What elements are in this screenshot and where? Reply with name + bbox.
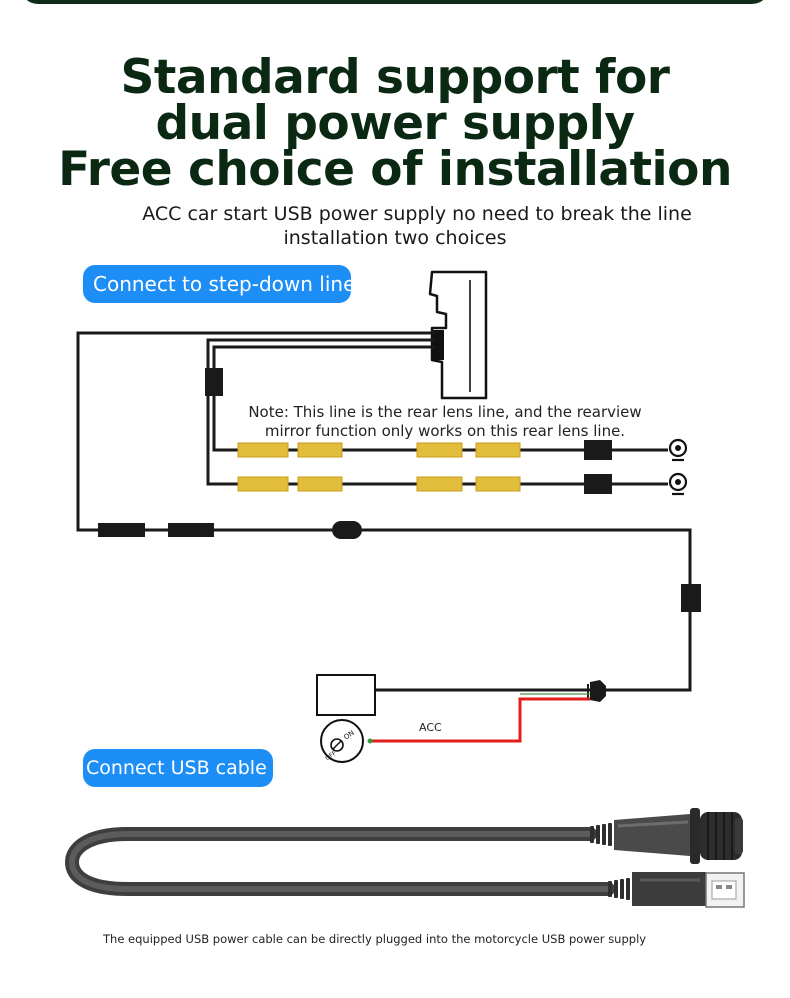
headline-line-1: Standard support for (120, 50, 670, 105)
yellow-connectors (237, 442, 521, 492)
ignition-switch-icon: ON OFF (320, 719, 364, 763)
acc-label: ACC (419, 721, 442, 734)
camera-icon (668, 472, 688, 496)
wire-ferrites (98, 368, 701, 612)
dashcam-unit (428, 270, 488, 400)
note-line-1: Note: This line is the rear lens line, a… (248, 403, 642, 421)
footer-caption: The equipped USB power cable can be dire… (103, 932, 647, 946)
headline-line-3: Free choice of installation (58, 142, 732, 197)
headline-line-2: dual power supply (155, 96, 635, 151)
unit-wires (76, 331, 692, 692)
subtitle-line-1: ACC car start USB power supply no need t… (142, 203, 692, 225)
step-down-line-option: Connect to step-down line (83, 265, 355, 303)
note-line-2: mirror function only works on this rear … (264, 422, 626, 440)
acc-wire (370, 697, 590, 743)
subtitle-line-2: installation two choices (283, 227, 507, 249)
camera-icon (668, 438, 688, 462)
acc-wire-end (367, 738, 373, 744)
battery-box (316, 674, 376, 716)
usb-cable-option: Connect USB cable (83, 749, 273, 787)
step-down-connector (587, 680, 606, 702)
top-banner-edge (20, 0, 770, 4)
usb-cable-illustration (64, 808, 745, 908)
